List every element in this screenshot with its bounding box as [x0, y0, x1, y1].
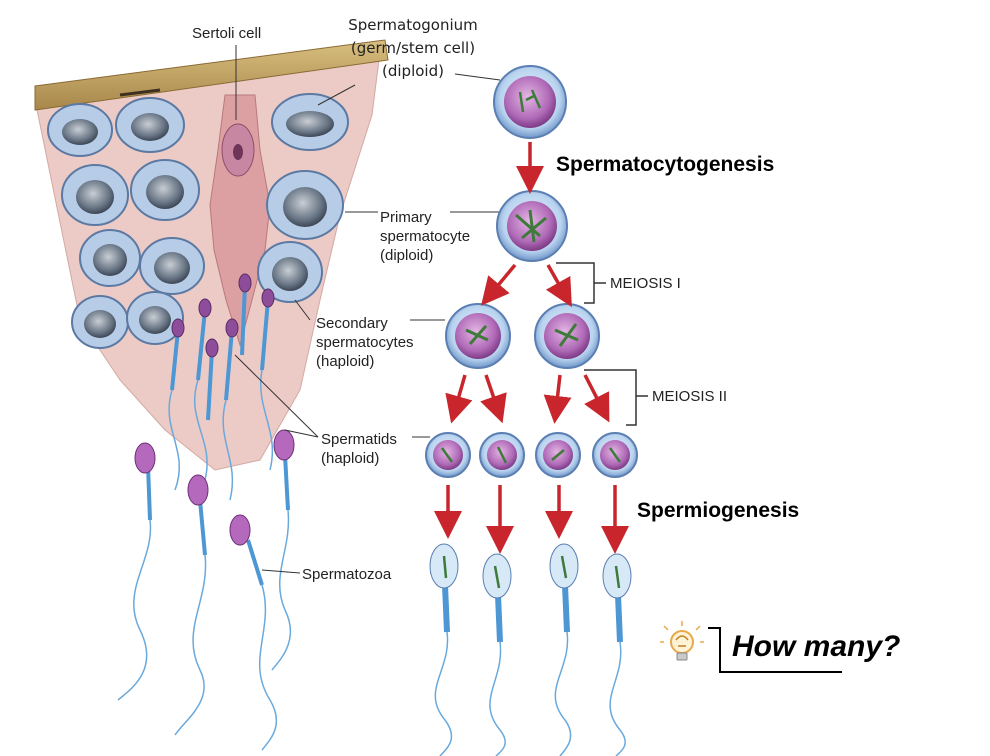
- secondary-spermatocyte-cell: [534, 303, 600, 369]
- spermatozoon: [602, 553, 632, 756]
- secondary-spermatocyte-cell: [445, 303, 511, 369]
- primary-spermatocyte-cell: [496, 190, 568, 262]
- primary-label-line3: (diploid): [380, 247, 434, 264]
- spermatogonium-cell: [493, 65, 567, 139]
- spermatocytogenesis-heading: Spermatocytogenesis: [556, 153, 775, 176]
- meiosis-2-label: MEIOSIS II: [652, 388, 728, 405]
- spermatozoa-label: Spermatozoa: [302, 566, 392, 583]
- primary-label-line1: Primary: [380, 209, 432, 226]
- primary-label-line2: spermatocyte: [380, 228, 471, 245]
- sertoli-cell-label: Sertoli cell: [192, 25, 262, 42]
- spermatid-cell: [592, 432, 638, 478]
- spermatids-label-line2: (haploid): [321, 450, 380, 467]
- primary-spermatocyte-label: Primary spermatocyte (diploid): [380, 208, 470, 265]
- how-many-question: How many?: [732, 630, 901, 663]
- secondary-label-line1: Secondary: [316, 315, 388, 332]
- meiosis-1-label: MEIOSIS I: [610, 275, 681, 292]
- spermatogonium-label-line3: (diploid): [382, 62, 444, 80]
- spermatozoon: [549, 543, 579, 756]
- spermatozoon: [429, 543, 459, 756]
- lightbulb-icon: [660, 621, 704, 661]
- spermatids-label-line1: Spermatids: [321, 431, 397, 448]
- spermatogonium-label-line2: (germ/stem cell): [350, 39, 476, 57]
- spermiogenesis-heading: Spermiogenesis: [637, 499, 800, 522]
- lineage-arrows: [434, 142, 629, 554]
- spermatid-cell: [425, 432, 471, 478]
- question-callout: [708, 627, 842, 673]
- spermatid-cell: [535, 432, 581, 478]
- spermatid-cell: [479, 432, 525, 478]
- spermatozoon: [482, 553, 512, 756]
- secondary-label-line3: (haploid): [316, 353, 375, 370]
- spermatogonium-label: Spermatogonium (germ/stem cell) (diploid…: [328, 14, 498, 83]
- spermatids-label: Spermatids (haploid): [321, 430, 397, 468]
- seminiferous-tubule-section: [34, 39, 389, 501]
- released-spermatozoa: [117, 429, 295, 751]
- secondary-label-line2: spermatocytes: [316, 334, 414, 351]
- secondary-spermatocytes-label: Secondary spermatocytes (haploid): [316, 314, 414, 371]
- meiosis-brackets: [556, 262, 648, 426]
- spermatogonium-label-line1: Spermatogonium: [348, 16, 478, 34]
